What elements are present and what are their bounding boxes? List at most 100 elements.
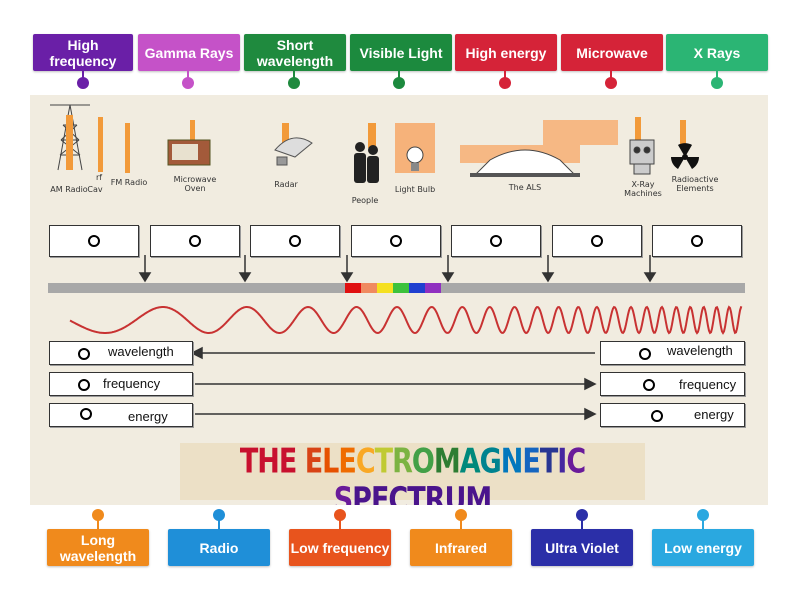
drop-target-circle (651, 410, 663, 422)
drop-target-circle (643, 379, 655, 391)
radar-label: Radar (274, 180, 298, 189)
spectrum-illustration (48, 104, 745, 500)
tag-pin-icon (697, 509, 709, 521)
microwave-wave-bar (190, 120, 195, 150)
drop-target-circle (80, 408, 92, 420)
top-drop-slot-6[interactable] (551, 225, 642, 257)
left-wavelength-drop-slot[interactable]: wavelength (49, 341, 193, 365)
drop-target-circle (289, 235, 301, 247)
left-wavelength-label: wavelength (108, 344, 174, 359)
top-drop-slot-3[interactable] (250, 225, 340, 257)
title-banner (180, 443, 645, 500)
light-bulb-icon (406, 146, 424, 171)
am-radio-label: AM Radio (50, 185, 88, 194)
tag-pin-icon (576, 509, 588, 521)
bottom-tag-ultra-violet[interactable]: Ultra Violet (531, 529, 633, 566)
radioactive-icon (671, 143, 699, 169)
tag-pin-stem (82, 71, 84, 81)
tag-label: Microwave (576, 44, 648, 61)
people-label: People (351, 196, 379, 205)
microwave-oven-label: Microwave Oven (173, 175, 217, 193)
tag-label: Infrared (434, 539, 488, 556)
tag-label: Low energy (664, 539, 742, 556)
bottom-tag-infrared[interactable]: Infrared (410, 529, 512, 566)
bottom-tag-long-wavelength[interactable]: Long wavelength (47, 529, 149, 566)
radioactive-wave-bar (680, 120, 686, 145)
am-wave-bar (66, 115, 73, 170)
right-energy-drop-slot[interactable]: energy (600, 403, 745, 427)
top-drop-slot-2[interactable] (149, 225, 240, 257)
top-tag-short-wavelength[interactable]: Short wavelength (244, 34, 346, 71)
visible-light-band (345, 283, 441, 293)
tag-label: Short wavelength (256, 36, 334, 69)
top-tag-visible-light[interactable]: Visible Light (350, 34, 452, 71)
tag-pin-stem (398, 71, 400, 81)
left-frequency-label: frequency (103, 376, 161, 391)
tag-pin-stem (97, 519, 99, 529)
top-tag-microwave[interactable]: Microwave (561, 34, 663, 71)
radar-wave-bar (282, 123, 289, 153)
als-wave-bar-2 (543, 120, 618, 145)
bottom-tag-low-energy[interactable]: Low energy (652, 529, 754, 566)
drop-target-circle (691, 235, 703, 247)
bottom-tag-low-frequency[interactable]: Low frequency (289, 529, 391, 566)
drop-target-circle (78, 379, 90, 391)
xray-wave-bar (635, 117, 641, 142)
left-frequency-drop-slot[interactable]: frequency (49, 372, 193, 396)
top-tag-high-energy[interactable]: High energy (455, 34, 557, 71)
drop-target-circle (78, 348, 90, 360)
tag-pin-stem (293, 71, 295, 81)
direction-arrows (190, 346, 597, 421)
xray-machine-icon (629, 139, 655, 175)
right-energy-label: energy (694, 407, 734, 422)
top-tag-gamma-rays[interactable]: Gamma Rays (138, 34, 240, 71)
tag-label: Radio (199, 539, 239, 556)
tag-pin-stem (610, 71, 612, 81)
top-tag-high-frequency[interactable]: High frequency (33, 34, 133, 71)
light-bulb-label: Light Bulb (394, 185, 436, 194)
spectrum-diagram: AM Radio Cav rf FM Radio Microwave Oven … (30, 95, 768, 505)
top-drop-slot-7[interactable] (652, 225, 742, 257)
tag-pin-icon (711, 77, 723, 89)
tag-pin-icon (499, 77, 511, 89)
tag-pin-icon (393, 77, 405, 89)
tag-pin-stem (339, 519, 341, 529)
tag-label: Low frequency (290, 539, 390, 556)
radioactive-label: Radioactive Elements (671, 175, 719, 193)
top-drop-slot-4[interactable] (350, 225, 441, 257)
left-energy-drop-slot[interactable]: energy (49, 403, 193, 427)
spectrum-title: THE ELECTROMAGNETIC SPECTRUM (239, 442, 586, 505)
tag-label: X Rays (693, 44, 741, 61)
tag-pin-icon (288, 77, 300, 89)
tag-label: High frequency (49, 36, 117, 69)
tag-pin-icon (92, 509, 104, 521)
rf-label: rf (95, 173, 103, 182)
tag-pin-icon (334, 509, 346, 521)
top-drop-slot-1[interactable] (49, 225, 139, 257)
top-tag-x-rays[interactable]: X Rays (666, 34, 768, 71)
drop-target-circle (88, 235, 100, 247)
tag-pin-icon (182, 77, 194, 89)
microwave-oven-icon (167, 139, 211, 166)
tag-pin-icon (605, 77, 617, 89)
tag-pin-stem (716, 71, 718, 81)
cav-wave-bar (98, 117, 103, 172)
top-drop-slot-5[interactable] (451, 225, 541, 257)
tag-pin-icon (77, 77, 89, 89)
right-wavelength-drop-slot[interactable]: wavelength (600, 341, 745, 365)
tag-pin-icon (455, 509, 467, 521)
people-wave-bar (368, 123, 376, 148)
bottom-tag-radio[interactable]: Radio (168, 529, 270, 566)
tag-pin-stem (581, 519, 583, 529)
tag-pin-icon (213, 509, 225, 521)
tag-pin-stem (460, 519, 462, 529)
left-energy-label: energy (128, 409, 168, 424)
tag-pin-stem (218, 519, 220, 529)
wavelength-wave (69, 305, 743, 335)
tag-label: Long wavelength (59, 531, 137, 564)
fm-radio-label: FM Radio (110, 178, 148, 187)
radar-dish-icon (274, 137, 313, 166)
tag-pin-stem (702, 519, 704, 529)
tag-label: Ultra Violet (545, 539, 619, 556)
right-frequency-drop-slot[interactable]: frequency (600, 372, 745, 396)
